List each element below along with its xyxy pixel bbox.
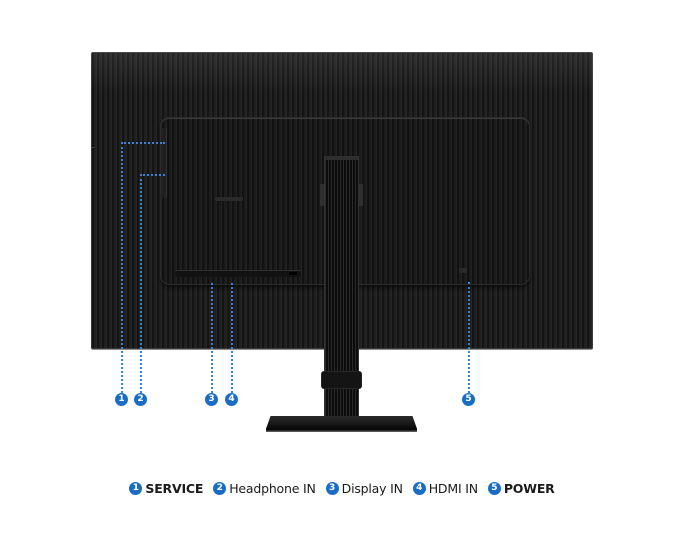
legend-label: Headphone IN [229, 480, 316, 496]
legend-item-power: 5 POWER [487, 480, 555, 496]
panel-edge-detail [91, 147, 95, 397]
cable-clip [322, 372, 361, 388]
legend-item-service: 1 SERVICE [129, 481, 203, 496]
stand-hinge-left [320, 184, 324, 206]
legend-badge: 1 [129, 481, 143, 495]
legend-badge: 3 [325, 481, 339, 495]
legend-label: SERVICE [145, 480, 204, 496]
stand-hinge-right [359, 184, 363, 206]
power-port [459, 268, 467, 273]
callout-line-4 [231, 283, 233, 393]
bottom-port-strip [175, 270, 301, 277]
legend-badge: 5 [487, 481, 501, 495]
callout-line-5 [468, 282, 470, 393]
panel-highlight [91, 52, 593, 92]
callout-badge-5: 5 [462, 393, 475, 406]
legend-badge: 4 [412, 481, 426, 495]
callout-line-3 [211, 283, 213, 393]
callout-line-2-h [140, 174, 165, 176]
callout-line-2-v [140, 174, 142, 393]
side-port-panel [161, 128, 167, 198]
callout-line-1-h [121, 142, 165, 144]
brand-emboss [215, 197, 243, 201]
callout-badge-2: 2 [134, 393, 147, 406]
legend-item-display: 3 Display IN [325, 480, 403, 496]
port-slot [289, 272, 297, 275]
legend-item-hdmi: 4 HDMI IN [412, 480, 478, 496]
legend-item-headphone: 2 Headphone IN [213, 480, 316, 496]
callout-badge-1: 1 [115, 393, 128, 406]
callout-badge-4: 4 [225, 393, 238, 406]
callout-line-1-v [121, 142, 123, 393]
legend-label: POWER [503, 480, 555, 496]
port-legend: 1 SERVICE 2 Headphone IN 3 Display IN 4 … [0, 480, 684, 496]
legend-label: HDMI IN [428, 480, 478, 496]
stand-base [266, 416, 417, 432]
callout-badge-3: 3 [205, 393, 218, 406]
legend-badge: 2 [213, 481, 227, 495]
stand-neck-top [325, 156, 358, 160]
legend-label: Display IN [341, 480, 403, 496]
